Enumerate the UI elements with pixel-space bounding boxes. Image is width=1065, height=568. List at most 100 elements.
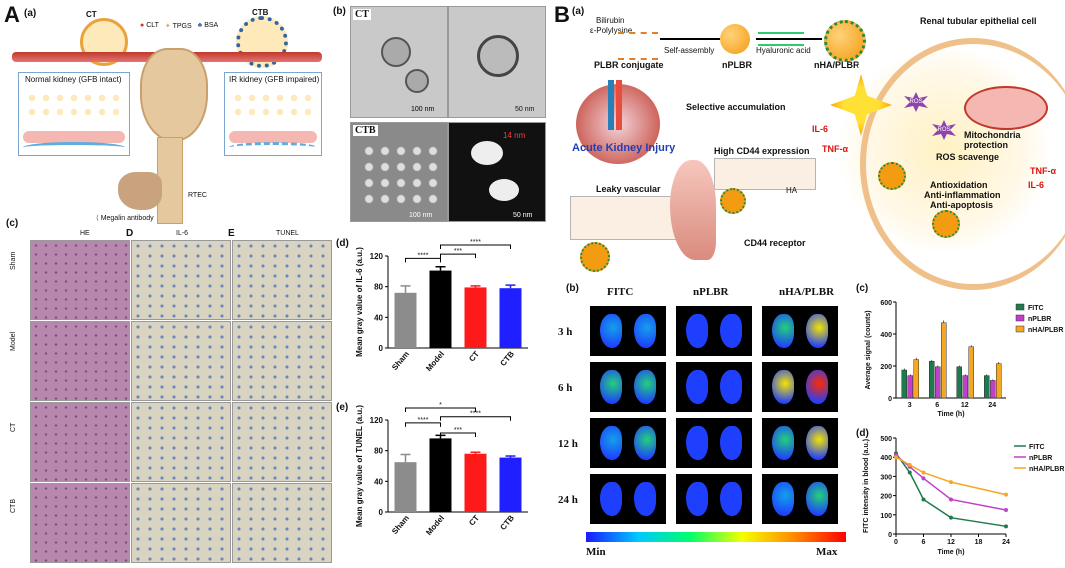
bar-sham [394,462,417,512]
bar-nplbr [962,375,968,399]
x-tick-label-ct: CT [467,349,481,363]
bar-fitc [929,360,935,399]
x-axis-label: Time (h) [937,411,964,418]
y-tick-label: 40 [374,313,383,322]
rtec-cell [118,172,162,210]
ivis-image [676,474,752,524]
bar-model [429,270,452,348]
leaky-box [570,196,682,240]
row-label-model: Model [10,331,17,351]
sig-bracket [440,244,511,249]
x-tick-label: 24 [1002,539,1010,546]
micrograph-tunel-sham [232,240,332,320]
x-tick-label: 12 [961,402,969,409]
ivis-image [762,418,838,468]
y-axis-label: FITC intensity in blood (a.u.) [863,439,870,533]
point [921,470,926,475]
ir-kidney-label: IR kidney [229,75,263,84]
kidney-signal [634,370,656,404]
endothelium-ir [229,131,317,143]
sig-bracket [440,416,511,421]
y-tick-label: 100 [880,513,892,520]
ivis-image [590,362,666,412]
sig-bracket [405,422,441,427]
point [894,455,898,460]
x-tick-label: 12 [947,539,955,546]
bar-fitc [901,369,907,399]
hyaluronic-label: Hyaluronic acid [756,46,811,55]
tem-scale-50-2: 50 nm [513,212,533,219]
legend-label: nHA/PLBR [1028,327,1063,334]
y-tick-label: 120 [370,252,384,261]
legend-swatch [1015,314,1025,322]
mitochondria-icon [964,86,1048,130]
kidney-signal [686,314,708,348]
ivis-row-1: 6 h [558,382,573,394]
x-tick-label: 3 [908,402,912,409]
cd44-box [714,158,816,190]
col-e-letter: E [228,228,235,239]
renal-cell-label: Renal tubular epithelial cell [920,16,1037,26]
point [1004,524,1008,529]
x-tick-label-model: Model [424,514,446,537]
ivis-image [676,362,752,412]
sig-bracket [440,432,476,437]
y-axis-label: Average signal (counts) [865,310,872,389]
normal-kidney-note: (GFB intact) [78,75,122,84]
particles-ir [231,91,315,121]
kidney-signal [720,482,742,516]
col-d-letter: D [126,228,134,239]
panel-a-sub-a: (a) [24,8,37,19]
bar-nplbr [907,375,913,399]
tem-ctb-2: 14 nm 50 nm [448,122,546,222]
artery-icon [616,80,622,130]
arrow-1 [660,38,720,40]
ivis-image [590,418,666,468]
line-fitc [895,452,1007,528]
micrograph-il6-sham [131,240,231,320]
legend: ● CLT ✦ TPGS ♣ BSA [140,22,218,30]
bar-nha-plbr [996,363,1002,399]
y-tick-label: 80 [374,447,383,456]
ros-scav-label: ROS scavenge [936,152,1000,162]
micrograph-he-model [30,321,130,401]
legend-tpgs: ✦ TPGS [164,23,192,30]
kidney-signal [806,426,828,460]
tubule-icon [670,160,716,260]
kidney-signal [686,370,708,404]
sig-bracket [405,257,441,263]
y-axis-label: Mean gray value of TUNEL (a.u.) [355,405,364,527]
col-he: HE [80,230,90,237]
scale-max: Max [816,546,838,558]
particle-icon-3 [878,162,906,190]
point [1004,492,1008,497]
kidney-signal [686,426,708,460]
y-tick-label: 0 [379,508,384,517]
ivis-row-3: 24 h [558,494,578,506]
point [949,480,953,485]
anti1-label: Antioxidation [930,180,988,190]
podocyte-normal [23,142,125,153]
panel-b-sub-b: (b) [566,283,579,294]
sig-label: **** [470,239,481,246]
legend-label: nPLBR [1029,455,1052,462]
y-tick-label: 600 [880,300,892,307]
micrograph-he-ctb [30,483,130,563]
sig-label: *** [454,248,462,255]
rtec-label: RTEC [188,192,207,199]
bar-ct [464,287,487,348]
bar-fitc [956,366,962,399]
ivis-image [590,306,666,356]
point [907,470,912,475]
selective-label: Selective accumulation [686,102,786,112]
plbr-conj-label: PLBR conjugate [594,60,664,70]
ivis-image [762,306,838,356]
y-tick-label: 400 [880,332,892,339]
kidney-signal [806,370,828,404]
particles-normal [25,91,123,121]
glomerulus [140,48,208,142]
